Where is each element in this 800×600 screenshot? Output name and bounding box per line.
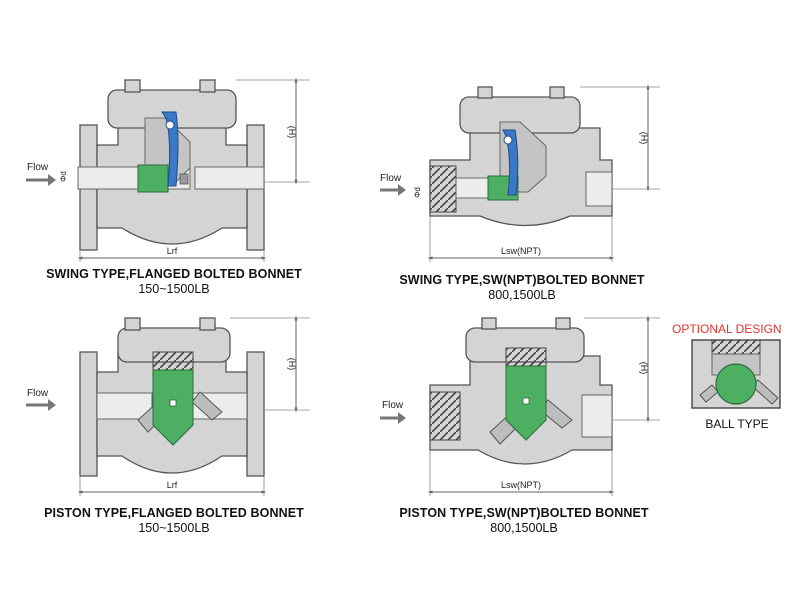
height-label: (H) <box>639 362 649 375</box>
flow-label: Flow <box>27 162 49 173</box>
diameter-label: Φd <box>413 187 422 198</box>
pressure-rating: 800,1500LB <box>490 521 558 535</box>
diagram-piston-flanged: Flow (H) Lrf <box>26 315 310 496</box>
ball-type-label: BALL TYPE <box>705 417 769 431</box>
diagram-title: PISTON TYPE,FLANGED BOLTED BONNET <box>44 506 304 520</box>
diagram-piston-socket-weld: Flow (H) Lsw(NPT) <box>380 315 660 496</box>
length-label: Lsw(NPT) <box>501 246 541 256</box>
height-label: (H) <box>287 358 297 371</box>
outlet-bore <box>194 166 265 190</box>
diagram-swing-socket-weld: Flow Φd (H) Lsw(NPT) <box>380 84 660 262</box>
npt-thread <box>429 165 457 213</box>
socket-outlet <box>581 394 613 438</box>
swing-disc <box>502 129 519 196</box>
hinge-pin-icon <box>165 120 175 130</box>
piston <box>152 369 194 446</box>
height-label: (H) <box>639 132 649 145</box>
caption-swing-socket-weld: SWING TYPE,SW(NPT)BOLTED BONNET 800,1500… <box>372 273 672 302</box>
spring <box>505 347 547 367</box>
npt-thread <box>429 391 461 441</box>
height-label: (H) <box>287 126 297 139</box>
diagram-title: SWING TYPE,SW(NPT)BOLTED BONNET <box>399 273 645 287</box>
optional-design-title: OPTIONAL DESIGN <box>672 322 782 336</box>
length-label: Lrf <box>167 246 178 256</box>
flow-label: Flow <box>27 388 49 399</box>
pressure-rating: 150~1500LB <box>138 282 210 296</box>
caption-piston-flanged: PISTON TYPE,FLANGED BOLTED BONNET 150~15… <box>22 506 326 535</box>
length-label: Lsw(NPT) <box>501 480 541 490</box>
diagram-title: PISTON TYPE,SW(NPT)BOLTED BONNET <box>399 506 649 520</box>
optional-ball-type-detail <box>691 339 781 409</box>
swing-disc <box>161 111 179 187</box>
flow-label: Flow <box>382 400 404 411</box>
caption-piston-socket-weld: PISTON TYPE,SW(NPT)BOLTED BONNET 800,150… <box>376 506 672 535</box>
diameter-label: Φd <box>59 171 68 182</box>
pressure-rating: 800,1500LB <box>488 288 556 302</box>
length-label: Lrf <box>167 480 178 490</box>
valve-seat <box>137 164 169 193</box>
socket-outlet <box>585 171 613 207</box>
spring <box>711 339 761 355</box>
pressure-rating: 150~1500LB <box>138 521 210 535</box>
hinge-pin-icon <box>503 135 513 145</box>
ball-icon <box>715 363 757 405</box>
flow-label: Flow <box>380 173 402 184</box>
diagram-title: SWING TYPE,FLANGED BOLTED BONNET <box>46 267 302 281</box>
spring <box>152 351 194 371</box>
caption-swing-flanged: SWING TYPE,FLANGED BOLTED BONNET 150~150… <box>22 267 326 296</box>
diagram-swing-flanged: Flow Φd (H) Lrf <box>26 77 310 262</box>
